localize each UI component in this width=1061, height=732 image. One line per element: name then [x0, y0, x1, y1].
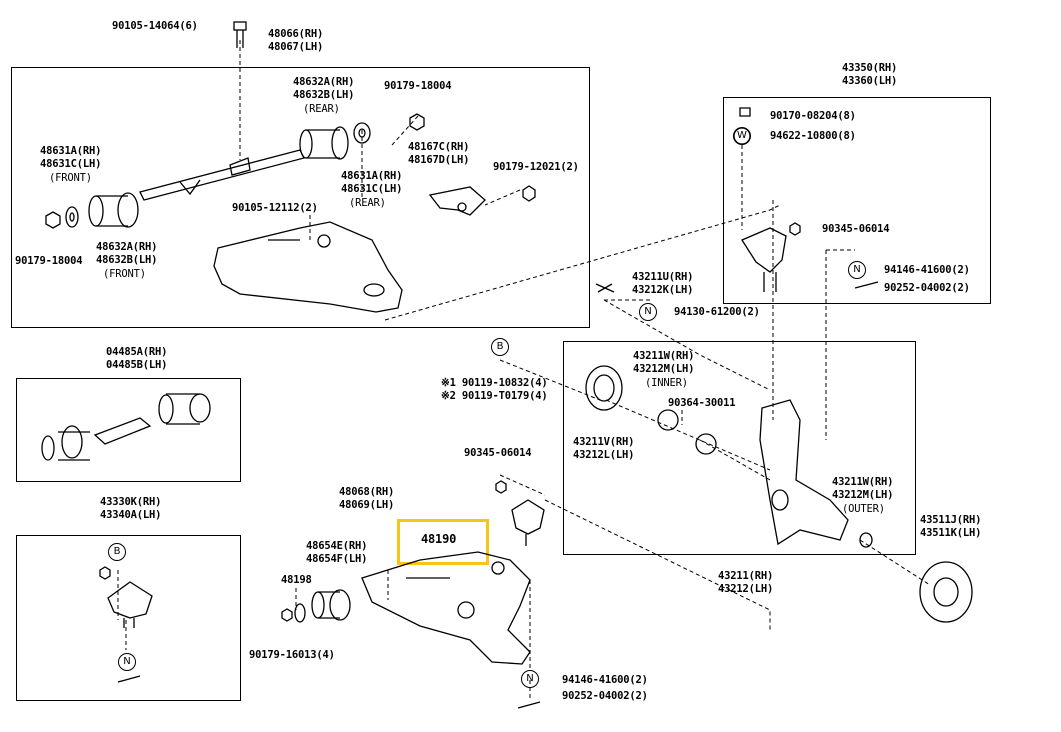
label-43350: 43350(RH) — [842, 62, 898, 74]
marker-b-icon: B — [491, 338, 509, 356]
label-48066: 48066(RH) — [268, 28, 324, 40]
label-48190[interactable]: 48190 — [421, 532, 457, 546]
label-43340a: 43340A(LH) — [100, 509, 162, 521]
leader-line — [859, 539, 931, 586]
label-48632a-front: 48632A(RH) — [96, 241, 158, 253]
label-front-2: (FRONT) — [103, 268, 146, 280]
leader-line — [699, 439, 771, 481]
label-90252-04002-bottom: 90252-04002(2) — [562, 690, 648, 702]
leader-line — [384, 204, 781, 321]
label-43211: 43211(RH) — [718, 570, 774, 582]
label-43211v: 43211V(RH) — [573, 436, 635, 448]
knuckle-frame — [563, 341, 916, 555]
label-43212m-inner: 43212M(LH) — [633, 363, 695, 375]
upper-arm-shaft — [139, 149, 305, 201]
label-90119-t0179: ※2 90119-T0179(4) — [441, 390, 548, 402]
label-43212: 43212(LH) — [718, 583, 774, 595]
label-43511k: 43511K(LH) — [920, 527, 982, 539]
label-48631c-front: 48631C(LH) — [40, 158, 102, 170]
label-94146-41600-top: 94146-41600(2) — [884, 264, 970, 276]
label-inner: (INNER) — [645, 377, 688, 389]
label-48198: 48198 — [281, 574, 312, 586]
label-90170-08204: 90170-08204(8) — [770, 110, 856, 122]
marker-n-icon: N — [521, 670, 539, 688]
label-90345-06014-top: 90345-06014 — [822, 223, 890, 235]
marker-n-icon: N — [639, 303, 657, 321]
label-90179-12021: 90179-12021(2) — [493, 161, 579, 173]
label-48654e: 48654E(RH) — [306, 540, 368, 552]
highlight-box-48190[interactable] — [397, 519, 489, 565]
marker-b-icon: B — [108, 543, 126, 561]
label-48631a-front: 48631A(RH) — [40, 145, 102, 157]
leader-line — [499, 474, 546, 496]
oil-seal — [585, 365, 623, 411]
bushing-kit-shaft — [93, 417, 152, 445]
label-90345-06014-mid: 90345-06014 — [464, 447, 532, 459]
marker-n-icon: N — [118, 653, 136, 671]
label-90179-18004-left: 90179-18004 — [15, 255, 83, 267]
upper-ball-joint — [741, 227, 787, 273]
label-48069: 48069(LH) — [339, 499, 395, 511]
label-94622-10800: 94622-10800(8) — [770, 130, 856, 142]
label-48067: 48067(LH) — [268, 41, 324, 53]
disc-rotor — [919, 561, 973, 623]
label-48068: 48068(RH) — [339, 486, 395, 498]
label-front-1: (FRONT) — [49, 172, 92, 184]
marker-w-icon: W — [733, 127, 751, 145]
leader-line — [544, 499, 771, 630]
upper-arm-frame — [11, 67, 590, 328]
label-43330k: 43330K(RH) — [100, 496, 162, 508]
label-90179-18004-top: 90179-18004 — [384, 80, 452, 92]
label-43212m-outer: 43212M(LH) — [832, 489, 894, 501]
lower-ball-joint — [107, 581, 153, 619]
label-94146-41600-bottom: 94146-41600(2) — [562, 674, 648, 686]
label-rear-2: (REAR) — [349, 197, 386, 209]
label-48632b-front: 48632B(LH) — [96, 254, 158, 266]
label-04485a: 04485A(RH) — [106, 346, 168, 358]
label-43211u: 43211U(RH) — [632, 271, 694, 283]
label-43211w-inner: 43211W(RH) — [633, 350, 695, 362]
label-90179-16013: 90179-16013(4) — [249, 649, 335, 661]
label-outer: (OUTER) — [842, 503, 885, 515]
leader-line — [499, 359, 601, 401]
leader-line — [603, 299, 771, 391]
upper-ball-joint-frame — [723, 97, 991, 304]
label-90364-30011: 90364-30011 — [668, 397, 736, 409]
marker-n-icon: N — [848, 261, 866, 279]
label-48167c: 48167C(RH) — [408, 141, 470, 153]
upper-arm-body — [213, 221, 403, 313]
label-43211w-outer: 43211W(RH) — [832, 476, 894, 488]
label-43212k: 43212K(LH) — [632, 284, 694, 296]
upper-arm-bushing-frame — [16, 378, 241, 482]
label-43360: 43360(LH) — [842, 75, 898, 87]
label-94130-61200: 94130-61200(2) — [674, 306, 760, 318]
lower-ball-joint-frame — [16, 535, 241, 701]
label-04485b: 04485B(LH) — [106, 359, 168, 371]
label-43511j: 43511J(RH) — [920, 514, 982, 526]
label-48632b-rear: 48632B(LH) — [293, 89, 355, 101]
label-48167d: 48167D(LH) — [408, 154, 470, 166]
label-90105-12112: 90105-12112(2) — [232, 202, 318, 214]
label-48654f: 48654F(LH) — [306, 553, 368, 565]
label-rear-1: (REAR) — [303, 103, 340, 115]
label-90119-10832: ※1 90119-10832(4) — [441, 377, 548, 389]
steering-knuckle — [759, 399, 849, 546]
leader-line — [605, 399, 771, 471]
label-48631c-rear: 48631C(LH) — [341, 183, 403, 195]
label-90252-04002-top: 90252-04002(2) — [884, 282, 970, 294]
label-90105-14064: 90105-14064(6) — [112, 20, 198, 32]
label-43212l: 43212L(LH) — [573, 449, 635, 461]
leader-line — [484, 189, 521, 206]
lower-arm-body — [361, 551, 531, 665]
label-48631a-rear: 48631A(RH) — [341, 170, 403, 182]
label-48632a-rear: 48632A(RH) — [293, 76, 355, 88]
